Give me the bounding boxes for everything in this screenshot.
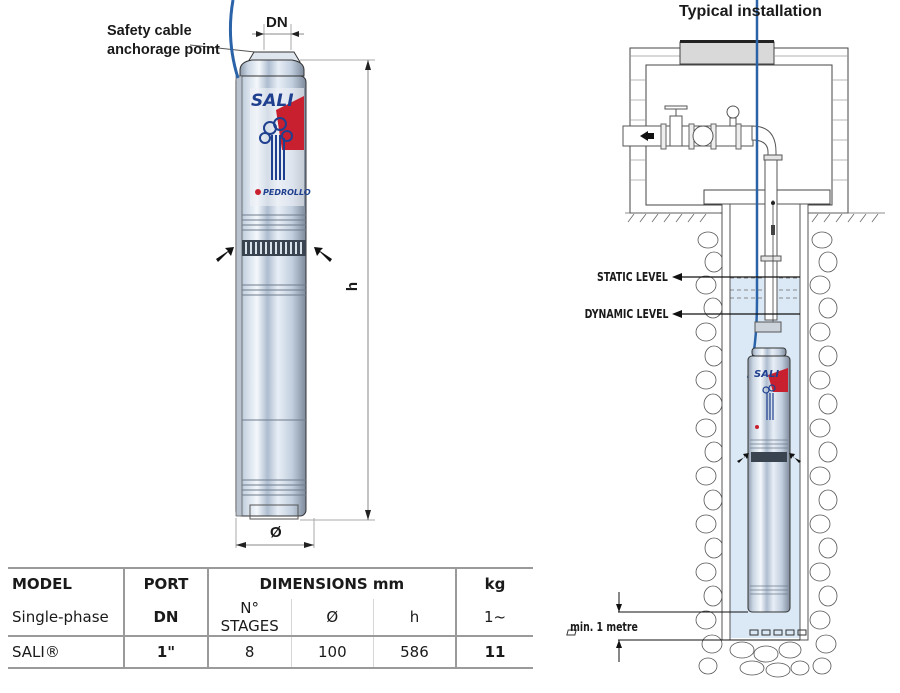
subheader-port: DN (124, 599, 209, 636)
table-subheader-row: Single-phase DN N° STAGES Ø h 1~ (8, 599, 533, 636)
subheader-stages: N° STAGES (207, 599, 292, 636)
min-depth-dimension (616, 592, 800, 662)
table-row: SALI® 1" 8 100 586 11 (8, 635, 533, 669)
pump-logo-text: SALI (251, 91, 294, 111)
cell-height: 586 (373, 635, 458, 669)
subheader-model: Single-phase (8, 599, 126, 636)
height-label: h (344, 281, 362, 292)
cell-model: SALI® (8, 635, 126, 669)
callout-leader (189, 44, 256, 53)
dn-label: DN (266, 14, 288, 31)
spec-table: MODEL PORT DIMENSIONS mm kg Single-phase… (8, 567, 533, 669)
header-model: MODEL (8, 567, 126, 599)
well-screen (566, 629, 807, 636)
subheader-weight: 1~ (483, 608, 507, 626)
port-dimension (252, 24, 304, 50)
height-dimension (300, 59, 375, 521)
min-depth-label: min. 1 metre (570, 620, 638, 634)
safety-cable-callout: Safety cable anchorage point (107, 22, 220, 60)
svg-text:SALI: SALI (754, 369, 779, 380)
table-header-row: MODEL PORT DIMENSIONS mm kg (8, 567, 533, 599)
installation-title: Typical installation (679, 3, 822, 20)
dynamic-level-label: DYNAMIC LEVEL (584, 307, 668, 321)
pump-body: SALI PEDROLLO (235, 51, 311, 520)
dynamic-level-marker (672, 310, 800, 318)
gate-valve-icon (669, 115, 683, 147)
pump-flower-emblem (259, 117, 293, 180)
cell-stages: 8 (207, 635, 292, 669)
intake-arrow-right-icon (314, 247, 332, 262)
ground-surface (625, 212, 885, 223)
cell-port: 1" (124, 635, 209, 669)
header-port: PORT (124, 567, 209, 599)
installed-pump: SALI (737, 321, 801, 613)
cell-diameter: 100 (291, 635, 374, 669)
header-weight: kg (456, 567, 533, 599)
static-level-label: STATIC LEVEL (597, 270, 668, 284)
subheader-height: h (373, 599, 458, 636)
diameter-label: Ø (270, 524, 282, 541)
flow-arrow-icon (640, 131, 648, 141)
static-level-marker (672, 273, 800, 281)
pump-house (629, 40, 849, 214)
pump-manufacturer-text: PEDROLLO (263, 188, 311, 197)
discharge-pipe (622, 105, 783, 321)
intake-arrow-left-icon (216, 247, 234, 262)
pressure-gauge-icon (726, 105, 740, 119)
diameter-dimension (235, 518, 315, 548)
header-dimensions: DIMENSIONS mm (207, 567, 458, 599)
subheader-diameter: Ø (291, 599, 374, 636)
callout-line-2: anchorage point (107, 42, 220, 58)
cell-weight: 11 (456, 635, 533, 669)
callout-line-1: Safety cable (107, 23, 192, 39)
power-cable (228, 0, 240, 79)
gravel (695, 231, 838, 678)
